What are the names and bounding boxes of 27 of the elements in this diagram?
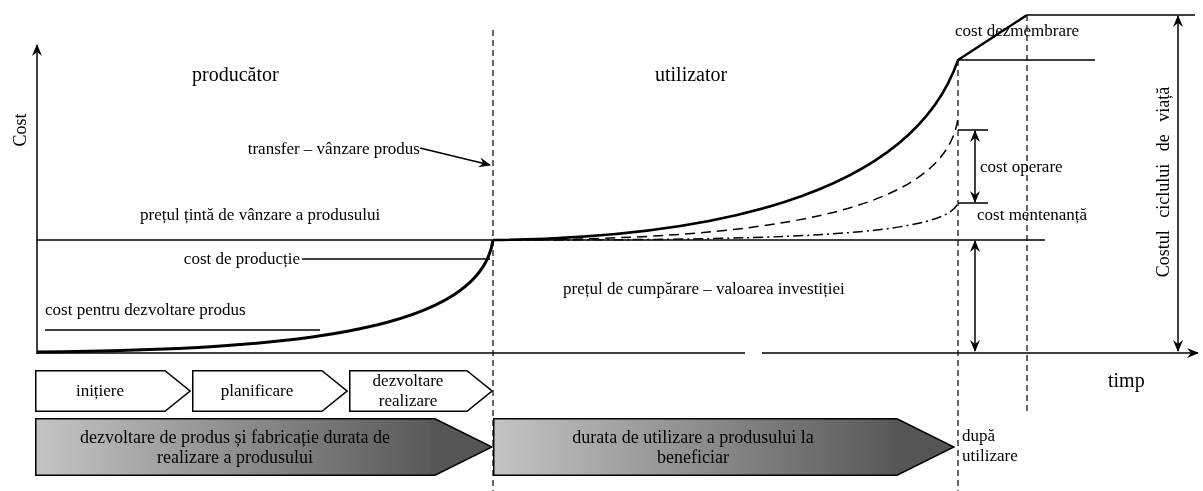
annotation-text: transfer – vânzare produs xyxy=(150,138,420,160)
region-label: utilizator xyxy=(655,64,728,84)
leader-line xyxy=(419,147,491,168)
cost-label: cost mentenanță xyxy=(977,205,1087,225)
phase-banner xyxy=(493,418,955,476)
axis-title: Costul ciclului de viață xyxy=(1153,85,1173,280)
stage-label: dezvoltare de produs și fabricație durata de realizare a produsului xyxy=(79,427,391,467)
leader-line xyxy=(44,329,321,331)
cost-label: prețul țintă de vânzare a produsului xyxy=(140,205,381,225)
stage-box xyxy=(192,370,348,412)
region-label: producător xyxy=(192,64,279,84)
phase-banner xyxy=(35,418,493,476)
leader-line xyxy=(301,258,491,260)
stage-box xyxy=(349,370,493,412)
cost-label: după utilizare xyxy=(962,426,1019,466)
phase-divider xyxy=(492,29,494,491)
stage-label: planificare xyxy=(220,381,294,401)
stage-label: inițiere xyxy=(75,381,125,401)
axis-title: Cost xyxy=(10,112,30,149)
annotation-text: cost de producție xyxy=(150,248,300,270)
stage-box xyxy=(35,370,191,412)
annotation-text: cost pentru dezvoltare produs xyxy=(45,298,345,322)
cost-label: prețul de cumpărare – valoarea investiției xyxy=(563,279,845,299)
stage-label: dezvoltare realizare xyxy=(371,371,445,411)
axis-title: timp xyxy=(1108,370,1145,390)
stage-label: durata de utilizare a produsului la beneficiar xyxy=(571,427,815,467)
cost-label: cost operare xyxy=(980,157,1063,177)
